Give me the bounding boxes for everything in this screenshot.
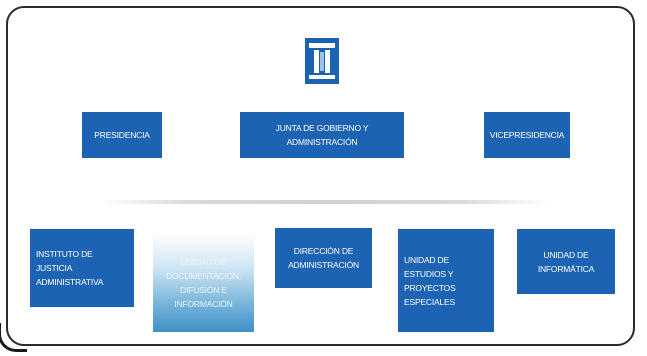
box-unidad-informatica: UNIDAD DE INFORMÁTICA	[517, 229, 615, 294]
box-direccion-administracion: DIRECCIÓN DE ADMINISTRACIÓN	[275, 228, 372, 288]
section-divider	[100, 200, 550, 204]
box-junta-de-gobierno: JUNTA DE GOBIERNO Y ADMINISTRACIÓN	[240, 112, 404, 158]
box-presidencia: PRESIDENCIA	[82, 112, 162, 158]
tribunal-logo-icon	[305, 38, 339, 84]
box-unidad-estudios: UNIDAD DE ESTUDIOS Y PROYECTOS ESPECIALE…	[398, 229, 494, 332]
box-instituto-justicia: INSTITUTO DE JUSTICIA ADMINISTRATIVA	[30, 229, 134, 307]
logo-graphic	[305, 38, 339, 84]
box-vicepresidencia: VICEPRESIDENCIA	[484, 112, 570, 158]
box-unidad-documentacion: UNIDAD DE DOCUMENTACIÓN, DIFUSIÓN E INFO…	[153, 233, 254, 332]
